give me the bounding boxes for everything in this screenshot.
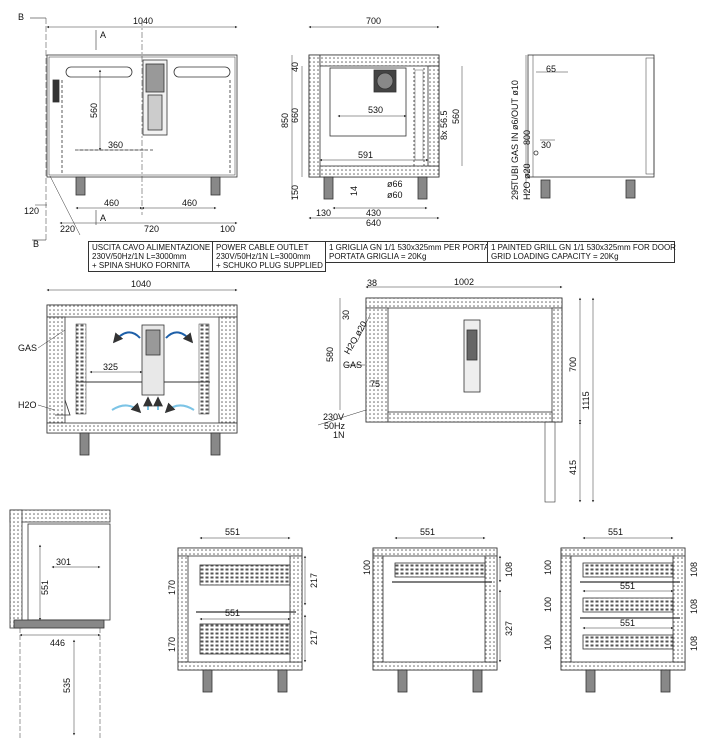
right-side-view	[525, 54, 655, 199]
marker-a-bottom: A	[100, 213, 106, 223]
plan-h415: 415	[568, 460, 578, 475]
side-height-850: 850	[280, 113, 290, 128]
side-width-591: 591	[358, 150, 373, 160]
section-gas: GAS	[18, 343, 37, 353]
front-offset-left: 220	[60, 224, 75, 234]
front-edge: 120	[24, 206, 39, 216]
drawers-variant-1	[177, 536, 307, 693]
side-top-40: 40	[290, 62, 300, 72]
right-width-65: 65	[546, 64, 556, 74]
note-grill-it-1: 1 GRIGLIA GN 1/1 530x325mm PER PORTA	[329, 243, 490, 252]
drawers-variant-3	[560, 536, 686, 693]
note-grill-en: 1 PAINTED GRILL GN 1/1 530x325mm FOR DOO…	[487, 241, 676, 263]
drawers1-h170a: 170	[167, 580, 177, 595]
side-h14: 14	[349, 186, 359, 196]
right-height-800: 800	[522, 130, 532, 145]
note-cable-it: USCITA CAVO ALIMENTAZIONE 230V/50Hz/1N L…	[88, 241, 214, 272]
drawers2-h327: 327	[504, 621, 514, 636]
side-section-view	[291, 25, 463, 220]
side-width-640: 640	[366, 218, 381, 228]
door-h535: 535	[62, 678, 72, 693]
front-view	[30, 17, 238, 241]
note-cable-en-3: + SCHUKO PLUG SUPPLIED	[216, 261, 323, 270]
drawers1-h217b: 217	[309, 630, 319, 645]
plan-power-1: 230V	[323, 412, 344, 422]
plan-gas: GAS	[343, 360, 362, 370]
front-w-mid: 720	[144, 224, 159, 234]
drawers1-h170b: 170	[167, 637, 177, 652]
plan-h1115: 1115	[581, 391, 591, 410]
note-cable-en: POWER CABLE OUTLET 230V/50Hz/1N L=3000mm…	[212, 241, 326, 272]
section-view	[37, 288, 238, 456]
side-height-150: 150	[290, 185, 300, 200]
note-grill-en-1: 1 PAINTED GRILL GN 1/1 530x325mm FOR DOO…	[491, 243, 676, 252]
note-cable-it-3: + SPINA SHUKO FORNITA	[92, 261, 190, 270]
drawers-variant-2	[372, 536, 502, 693]
door-w301: 301	[56, 557, 71, 567]
drawers3-w-top: 551	[608, 527, 623, 537]
front-w-right: 460	[182, 198, 197, 208]
section-inner: 325	[103, 362, 118, 372]
front-w-left: 460	[104, 198, 119, 208]
plan-power-2: 50Hz	[324, 421, 346, 431]
right-tube-label: TUBI GAS IN ø6/OUT ø10	[510, 80, 520, 186]
drawers1-w-mid: 551	[225, 608, 240, 618]
drawers3-h108a: 108	[689, 562, 699, 577]
front-height-560: 560	[89, 103, 99, 118]
drawers1-h217a: 217	[309, 573, 319, 588]
drawers3-h108c: 108	[689, 636, 699, 651]
plan-power-3: 1N	[333, 430, 345, 440]
side-width-530: 530	[368, 105, 383, 115]
section-width: 1040	[131, 279, 151, 289]
drawers3-h108b: 108	[689, 599, 699, 614]
drawers3-h100a: 100	[543, 560, 553, 575]
side-height-660: 660	[290, 108, 300, 123]
door-w446: 446	[50, 638, 65, 648]
drawers3-w-mid: 551	[620, 581, 635, 591]
front-width: 1040	[133, 16, 153, 26]
plan-h75: 75	[370, 379, 380, 389]
plan-h700: 700	[568, 357, 578, 372]
plan-h580: 580	[325, 347, 335, 362]
note-cable-it-1: USCITA CAVO ALIMENTAZIONE	[92, 243, 211, 252]
note-grill-it: 1 GRIGLIA GN 1/1 530x325mm PER PORTA POR…	[325, 241, 490, 263]
plan-h30: 30	[341, 310, 351, 320]
drawers2-h100: 100	[362, 560, 372, 575]
section-h2o: H2O	[18, 400, 37, 410]
note-grill-en-2: GRID LOADING CAPACITY = 20Kg	[491, 252, 619, 261]
side-width-130: 130	[316, 208, 331, 218]
marker-b-bottom: B	[33, 239, 39, 249]
front-right-edge: 100	[220, 224, 235, 234]
marker-a-top: A	[100, 30, 106, 40]
side-height-560: 560	[451, 109, 461, 124]
note-grill-it-2: PORTATA GRIGLIA = 20Kg	[329, 252, 427, 261]
plan-w38: 38	[367, 278, 377, 288]
plan-w1002: 1002	[454, 277, 474, 287]
door-open-view	[9, 509, 111, 740]
right-height-295: 295	[510, 185, 520, 200]
side-grid-pitch: 8x 56.5	[439, 110, 449, 140]
drawers2-h108: 108	[504, 562, 514, 577]
drawers3-h100c: 100	[543, 635, 553, 650]
drawers3-h100b: 100	[543, 597, 553, 612]
note-cable-en-1: POWER CABLE OUTLET	[216, 243, 309, 252]
right-h2o: H2O ø20	[522, 163, 532, 200]
front-inner-width: 360	[108, 140, 123, 150]
note-cable-it-2: 230V/50Hz/1N L=3000mm	[92, 252, 187, 261]
side-diameter-60: ø60	[387, 190, 403, 200]
side-width-430: 430	[366, 208, 381, 218]
drawers2-w-top: 551	[420, 527, 435, 537]
drawers1-w-top: 551	[225, 527, 240, 537]
door-h551: 551	[40, 580, 50, 595]
plan-h2o: H2O ø20	[342, 319, 369, 356]
side-diameter-66: ø66	[387, 179, 403, 189]
plan-view	[317, 285, 595, 503]
drawers3-w-bot: 551	[620, 618, 635, 628]
right-height-30: 30	[541, 140, 551, 150]
note-cable-en-2: 230V/50Hz/1N L=3000mm	[216, 252, 311, 261]
side-width: 700	[366, 16, 381, 26]
marker-b-top: B	[18, 12, 24, 22]
